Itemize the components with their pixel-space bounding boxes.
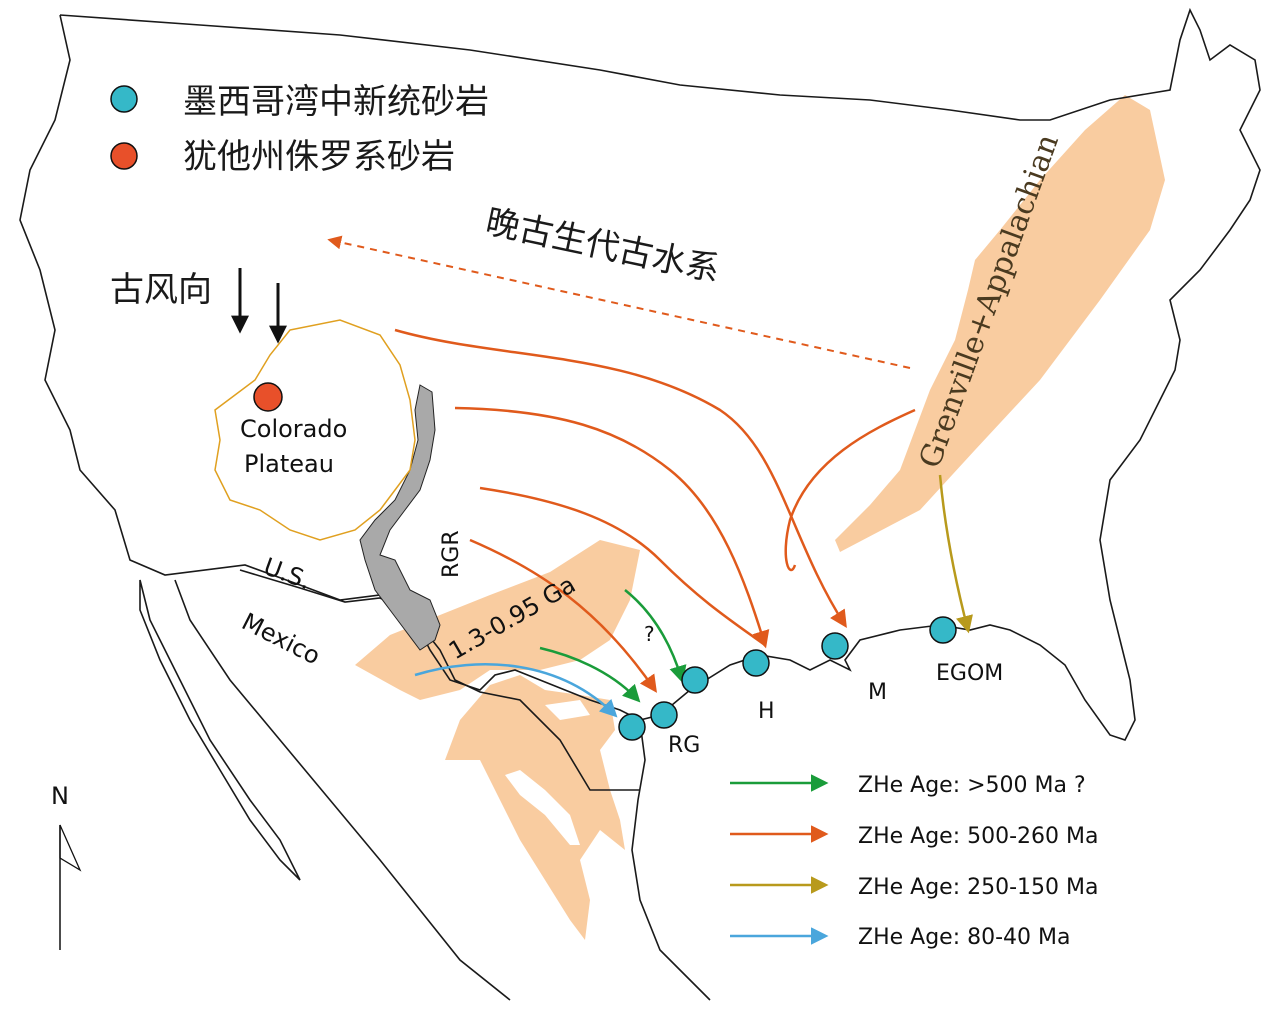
orange-path-north	[394, 328, 847, 628]
legend-gulf-marker	[110, 85, 138, 113]
colorado-plateau-outline	[214, 319, 416, 541]
zhe-legend-label-2: ZHe Age: 500-260 Ma	[858, 824, 1098, 849]
paleowind-arrows	[231, 268, 287, 344]
us-mexico-border	[239, 569, 640, 791]
sample-point-rg-2	[650, 701, 678, 729]
gulf-sample-points	[618, 616, 957, 741]
orange-path-east	[784, 408, 916, 572]
gulf-coast	[631, 721, 711, 1001]
orogen-belts	[355, 95, 1165, 940]
blue-drainage-path	[414, 663, 618, 718]
orange-path-rgr	[469, 538, 657, 693]
olive-drainage-path	[938, 474, 973, 634]
small-belt-fragment	[545, 700, 590, 720]
mexico-belt-gap	[505, 770, 580, 845]
h-label: H	[758, 699, 775, 724]
grenville-age-belt	[355, 540, 640, 700]
rgr-label: RGR	[439, 530, 464, 578]
m-label: M	[868, 680, 887, 705]
green-path-south	[539, 646, 641, 703]
baja-california	[139, 579, 301, 881]
egom-label: EGOM	[936, 661, 1003, 686]
points-legend: 墨西哥湾中新统砂岩 犹他州侏罗系砂岩	[110, 82, 489, 177]
green-drainage-paths	[539, 589, 687, 703]
orange-drainage-paths	[394, 328, 916, 693]
north-arrow-head	[59, 824, 82, 872]
utah-sample-point	[253, 382, 283, 412]
sample-point-egom	[929, 616, 957, 644]
north-label: N	[51, 782, 69, 810]
paleozoic-drainage-label: 晚古生代古水系	[482, 202, 723, 291]
paleozoic-drainage-arrow	[327, 235, 911, 369]
colorado-plateau-label-2: Plateau	[244, 450, 334, 478]
zhe-legend-label-1: ZHe Age: >500 Ma ?	[858, 773, 1086, 798]
orange-path-middle	[454, 406, 770, 649]
question-label: ?	[644, 622, 655, 646]
sample-point-m	[821, 632, 849, 660]
sample-point-h	[742, 649, 770, 677]
legend-utah-label: 犹他州侏罗系砂岩	[183, 137, 455, 177]
north-america-outline	[19, 7, 1261, 741]
us-label: U.S.	[260, 552, 315, 595]
grenville-appalachian-belt	[835, 95, 1165, 552]
zhe-legend-label-4: ZHe Age: 80-40 Ma	[858, 925, 1070, 950]
legend-gulf-label: 墨西哥湾中新统砂岩	[183, 82, 489, 122]
coastline	[19, 7, 1261, 1001]
legend-utah-marker	[110, 142, 138, 170]
orange-path-south	[479, 486, 766, 647]
north-arrow: N	[51, 782, 82, 950]
mexico-belt-south	[445, 675, 625, 940]
mexico-label: Mexico	[237, 607, 324, 670]
zhe-legend: ZHe Age: >500 Ma ? ZHe Age: 500-260 Ma Z…	[730, 773, 1098, 950]
green-path-north	[624, 589, 687, 684]
mexico-west-coast	[174, 579, 511, 1001]
sample-point-rg-1	[618, 713, 646, 741]
zhe-legend-label-3: ZHe Age: 250-150 Ma	[858, 875, 1098, 900]
colorado-plateau-label-1: Colorado	[240, 415, 347, 443]
paleowind-label: 古风向	[110, 270, 212, 310]
sample-point-rg-3	[681, 666, 709, 694]
rg-label: RG	[668, 733, 700, 758]
rio-grande-rift	[359, 384, 441, 651]
